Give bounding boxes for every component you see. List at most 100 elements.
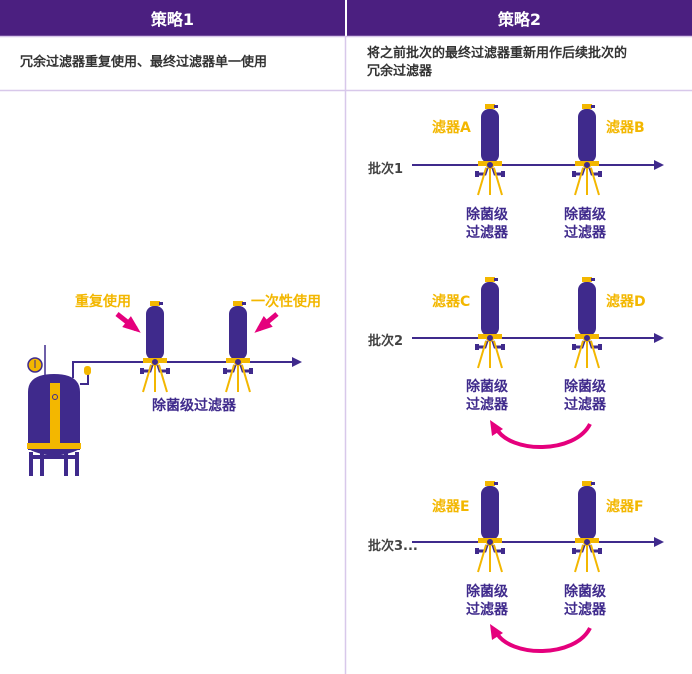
filter-port [140, 368, 144, 374]
filter-leg [590, 167, 600, 196]
strategy2-subtitle-line2: 冗余过滤器 [367, 64, 433, 79]
filter-cap [485, 277, 495, 282]
filter-port [598, 548, 602, 554]
filter-cap [485, 104, 495, 109]
filter-cap [150, 301, 160, 306]
tank-valve [84, 366, 91, 375]
filter-housing [229, 306, 247, 360]
filter-leg [493, 340, 503, 369]
reuse-curve-arrow-batch2 [494, 422, 592, 449]
left-flow-line [72, 361, 300, 378]
filter-vent [159, 302, 163, 305]
single-use-label: 一次性使用 [251, 294, 321, 310]
filter-label-line2: 过滤器 [564, 225, 606, 241]
filter-vent [242, 302, 246, 305]
filter-vent [591, 278, 595, 281]
filter-vent [494, 278, 498, 281]
filter-port [572, 171, 576, 177]
filter-housing [578, 486, 596, 540]
filter-housing [481, 109, 499, 163]
filter-port [249, 368, 253, 374]
filter-port [572, 548, 576, 554]
filter-port [501, 344, 505, 350]
filter-leg [574, 544, 584, 573]
filter-label-f: 除菌级过滤器 [564, 583, 606, 619]
tank-leg [75, 452, 79, 476]
batch1-label: 批次1 [368, 162, 404, 177]
reuse-label: 重复使用 [75, 294, 131, 310]
filter-cap [485, 481, 495, 486]
filter-valve [583, 334, 591, 342]
filter-vent [494, 482, 498, 485]
filter-leg [590, 544, 600, 573]
filter-valve [151, 358, 159, 366]
filter-label-line1: 除菌级 [466, 584, 508, 600]
reuse-curve-arrow-batch3-head [490, 624, 503, 640]
tank-stand [29, 455, 79, 459]
filter-leg [493, 544, 503, 573]
filter-port [572, 344, 576, 350]
filter-leg [574, 340, 584, 369]
filter-label-line1: 除菌级 [564, 584, 606, 600]
filter-d-label: 滤器D [606, 294, 646, 310]
filter-b-label: 滤器B [606, 120, 645, 136]
filter-port [475, 548, 479, 554]
left-flow-arrowhead [292, 357, 302, 367]
filter-vent [591, 105, 595, 108]
filter-leg [241, 364, 251, 393]
filter-label-line1: 除菌级 [564, 207, 606, 223]
batch2-filter-left [475, 277, 505, 369]
filter-vent [494, 105, 498, 108]
strategy2-subtitle-line1: 将之前批次的最终过滤器重新用作后续批次的 [367, 46, 628, 61]
filter-port [475, 171, 479, 177]
strategy1-header: 策略1 [0, 0, 345, 36]
filter-label-a: 除菌级过滤器 [466, 206, 508, 242]
reuse-curve-arrow-batch2-head [490, 420, 503, 436]
filter-leg [493, 167, 503, 196]
strategy2-header: 策略2 [347, 0, 692, 36]
filter-label-e: 除菌级过滤器 [466, 583, 508, 619]
filter-label-line1: 除菌级 [466, 207, 508, 223]
batch1-filter-left [475, 104, 505, 196]
filter-f-label: 滤器F [606, 499, 644, 515]
tank [27, 345, 91, 476]
tank-window-marker [52, 394, 58, 400]
tank-leg [64, 452, 68, 476]
filter-cap [582, 481, 592, 486]
filter-label-line1: 除菌级 [564, 379, 606, 395]
filter-valve [486, 161, 494, 169]
filter-valve [486, 334, 494, 342]
filter-port [501, 548, 505, 554]
batch3-label: 批次3... [368, 539, 418, 554]
filter-cap [582, 277, 592, 282]
filter-label-b: 除菌级过滤器 [564, 206, 606, 242]
filter-leg [590, 340, 600, 369]
filter-leg [574, 167, 584, 196]
filter-leg [142, 364, 152, 393]
filter-housing [481, 486, 499, 540]
batch3-filter-right [572, 481, 602, 573]
filter-housing [578, 109, 596, 163]
filter-housing [578, 282, 596, 336]
filter-label-line2: 过滤器 [466, 602, 508, 618]
filter-vent [591, 482, 595, 485]
left-filter-single-use [223, 301, 253, 393]
filter-label-line2: 过滤器 [466, 397, 508, 413]
batch1-flow-line-arrowhead [654, 160, 664, 170]
filter-port [475, 344, 479, 350]
filter-label-c: 除菌级过滤器 [466, 378, 508, 414]
filter-housing [481, 282, 499, 336]
filter-leg [477, 544, 487, 573]
tank-leg [29, 452, 33, 476]
filter-e-label: 滤器E [432, 499, 470, 515]
filter-label-line2: 过滤器 [466, 225, 508, 241]
filter-label-line2: 过滤器 [564, 397, 606, 413]
filter-leg [158, 364, 168, 393]
filter-port [166, 368, 170, 374]
tank-window [50, 383, 60, 443]
filter-label-line2: 过滤器 [564, 602, 606, 618]
filter-port [598, 171, 602, 177]
batch2-label: 批次2 [368, 334, 404, 349]
